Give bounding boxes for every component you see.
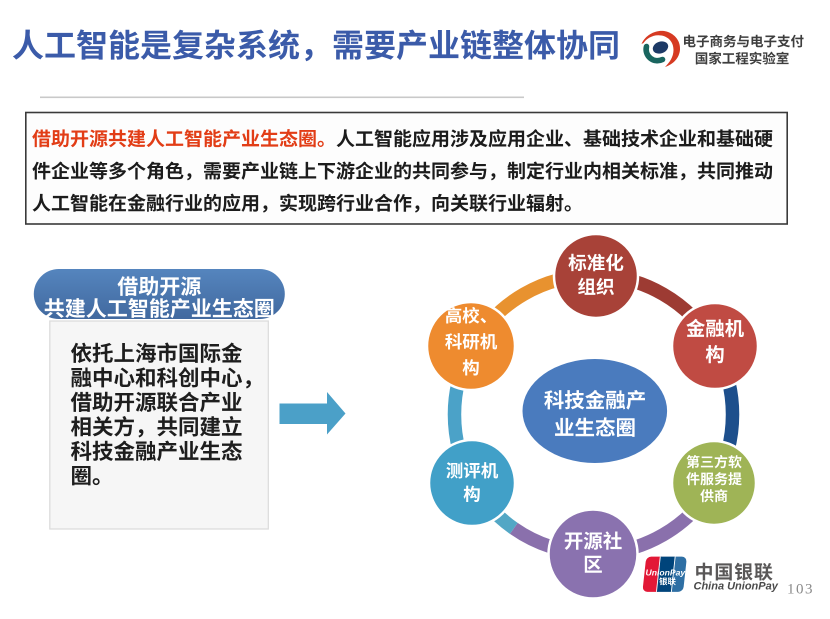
- svg-text:UnionPay: UnionPay: [646, 568, 687, 578]
- svg-text:103: 103: [787, 582, 814, 598]
- svg-text:China UnionPay: China UnionPay: [694, 581, 779, 593]
